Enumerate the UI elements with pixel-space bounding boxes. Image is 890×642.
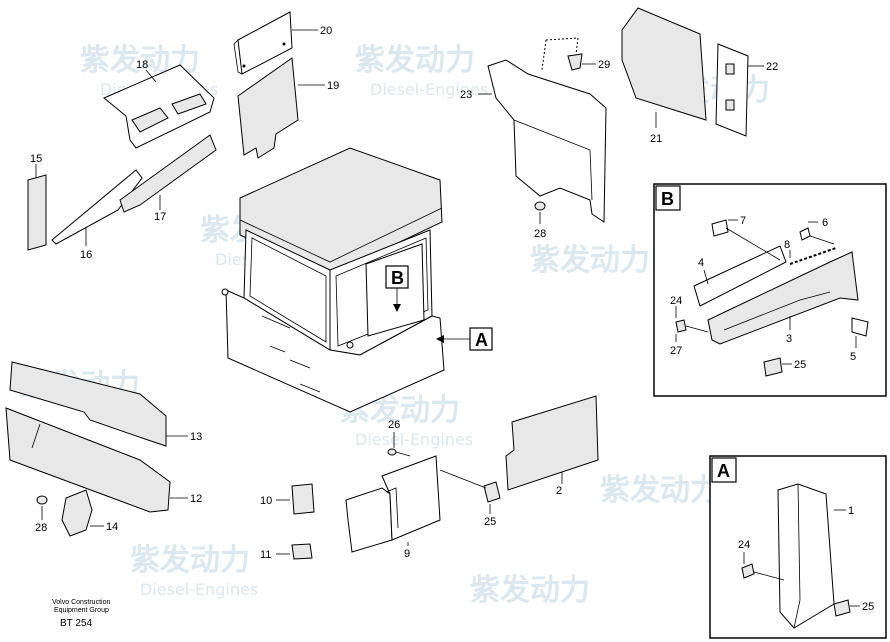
callout-14: 14 (106, 521, 118, 533)
callout-10: 10 (260, 495, 272, 507)
part-26-screw: 26 (387, 419, 411, 457)
callout-5: 5 (850, 351, 856, 363)
part-18-dashboard: 18 (103, 59, 215, 149)
callout-1: 1 (848, 505, 854, 517)
callout-13: 13 (190, 431, 202, 443)
part-23-cover: 23 (460, 59, 607, 223)
callout-27: 27 (670, 345, 682, 357)
part-10-block: 10 (260, 483, 315, 515)
callout-view-b: B (385, 265, 409, 312)
callout-3: 3 (786, 333, 792, 345)
part-2-panel: 2 (505, 395, 599, 497)
detail-a-title: A (717, 461, 730, 481)
footer-line1: Volvo Construction (52, 599, 110, 606)
callout-19: 19 (327, 80, 339, 92)
watermark-sub: Diesel-Engines (140, 580, 258, 599)
callout-b-label: B (391, 268, 404, 288)
footer-code: BT 254 (60, 618, 92, 629)
detail-view-a: A 1 24 25 (709, 455, 887, 639)
callout-view-a: A (436, 327, 493, 351)
callout-20: 20 (320, 25, 332, 37)
part-17-trim: 17 (119, 134, 217, 223)
callout-15: 15 (30, 153, 42, 165)
part-29-clip: 29 (541, 37, 610, 71)
callout-a-label: A (475, 330, 488, 350)
part-15-strip: 15 (27, 153, 47, 251)
callout-29: 29 (598, 59, 610, 71)
callout-9: 9 (404, 548, 410, 560)
watermark-sub: Diesel-Engines (355, 430, 473, 449)
callout-24b: 24 (738, 539, 750, 551)
callout-22: 22 (766, 61, 778, 73)
callout-28a: 28 (35, 522, 47, 534)
callout-16: 16 (80, 249, 92, 261)
part-9-bracket: 9 (345, 455, 441, 560)
part-21-panel: 21 (621, 7, 707, 145)
callout-25a: 25 (484, 516, 496, 528)
part-28-plug-a: 28 (35, 495, 48, 534)
callout-7: 7 (740, 215, 746, 227)
detail-b-title: B (661, 189, 674, 209)
callout-2: 2 (556, 485, 562, 497)
footer-line2: Equipment Group (54, 607, 109, 614)
watermark-sub: Diesel-Engines (370, 80, 488, 99)
callout-11: 11 (260, 549, 271, 561)
part-16-trim: 16 (51, 169, 143, 261)
part-28-plug-b: 28 (534, 201, 546, 240)
callout-25b: 25 (794, 359, 806, 371)
callout-8: 8 (784, 239, 790, 251)
callout-17: 17 (154, 211, 166, 223)
watermark-brand: 紫发动力 (355, 43, 475, 78)
callout-4: 4 (698, 257, 704, 269)
callout-21: 21 (650, 133, 662, 145)
callout-12: 12 (190, 493, 202, 505)
part-20-bracket: 20 (233, 11, 332, 75)
detail-view-b: B 7 6 8 4 3 5 25 24 27 (653, 183, 887, 397)
callout-28b: 28 (534, 228, 546, 240)
callout-26: 26 (388, 419, 400, 431)
cab-assembly (221, 147, 445, 413)
part-13-panel: 13 (9, 361, 202, 447)
callout-23: 23 (460, 89, 472, 101)
callout-25c: 25 (862, 601, 874, 613)
part-19-panel: 19 (237, 57, 339, 159)
part-12-panel: 12 (5, 407, 202, 513)
callout-24a: 24 (670, 295, 682, 307)
part-22-plate: 22 (715, 43, 778, 137)
watermark-brand: 紫发动力 (600, 473, 720, 508)
part-25-clip-a: 25 (439, 469, 501, 528)
callout-18: 18 (136, 59, 148, 71)
watermark-brand: 紫发动力 (470, 573, 590, 608)
callout-6: 6 (822, 217, 828, 229)
watermark-brand: 紫发动力 (530, 243, 650, 278)
part-14-mount: 14 (61, 489, 118, 537)
part-11-block: 11 (260, 543, 313, 561)
watermark-brand: 紫发动力 (130, 543, 250, 578)
footer-info: Volvo Construction Equipment Group BT 25… (52, 599, 110, 629)
